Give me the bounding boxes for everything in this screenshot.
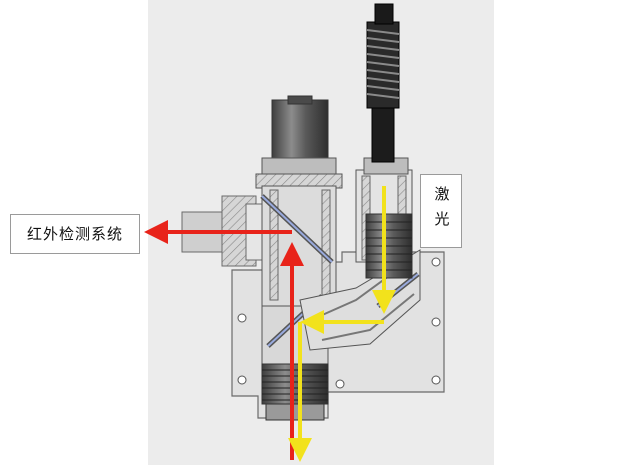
laser-arm: [355, 157, 413, 279]
laser-label: 激光: [420, 174, 462, 248]
fiber-cable: [366, 3, 400, 163]
main-tube: [260, 185, 337, 307]
infrared-system-label: 红外检测系统: [10, 214, 140, 254]
laser-light-path: [288, 186, 396, 462]
infrared-light-path: [144, 220, 304, 460]
sensor-head: [255, 95, 343, 189]
